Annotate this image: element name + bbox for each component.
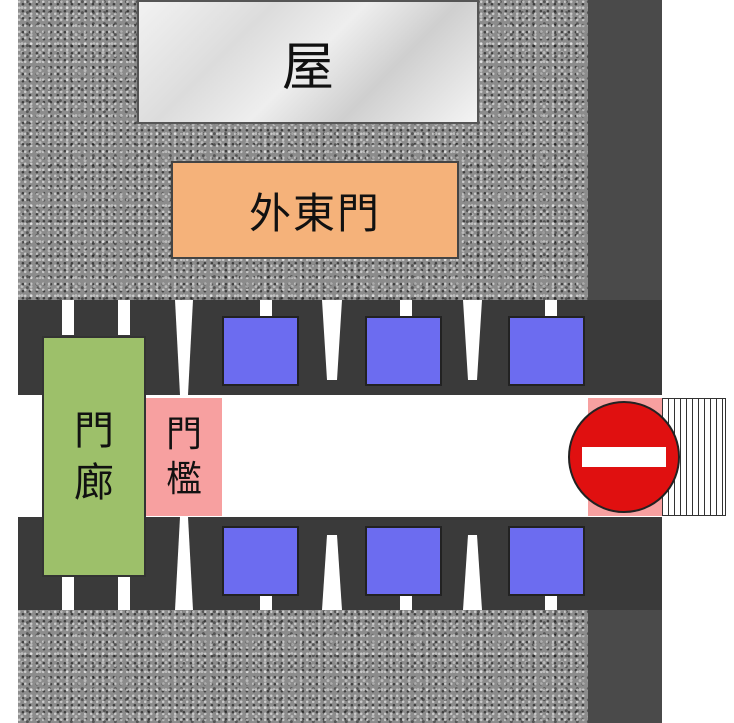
slot <box>260 300 272 318</box>
slot <box>463 535 482 610</box>
slot <box>545 300 557 318</box>
threshold-block: 門 檻 <box>146 398 222 516</box>
house-label: 屋 <box>281 37 334 98</box>
slot <box>545 592 557 610</box>
outer-east-gate-block: 外東門 <box>171 161 459 259</box>
gate-porch-label-1: 門 <box>74 407 114 454</box>
gate-porch-block: 門 廊 <box>42 336 146 577</box>
east-wall <box>588 0 662 300</box>
pillar-bottom-2 <box>365 526 442 596</box>
slot <box>62 575 74 610</box>
east-wall-lower <box>588 610 662 723</box>
slot <box>62 300 74 335</box>
slot <box>400 300 412 318</box>
threshold-label-1: 門 <box>165 414 202 455</box>
slot <box>175 517 193 610</box>
no-entry-icon <box>568 401 680 513</box>
pillar-bottom-3 <box>508 526 585 596</box>
gate-porch-label-2: 廊 <box>74 459 114 506</box>
slot <box>260 592 272 610</box>
slot <box>175 300 193 395</box>
pillar-bottom-1 <box>222 526 299 596</box>
threshold-label-2: 檻 <box>165 459 202 500</box>
lower-ground <box>18 610 590 723</box>
outer-east-gate-label: 外東門 <box>248 188 381 238</box>
pillar-top-2 <box>365 316 442 386</box>
slot <box>400 592 412 610</box>
slot <box>463 300 482 380</box>
slot <box>322 300 342 380</box>
pillar-top-3 <box>508 316 585 386</box>
house-block: 屋 <box>137 0 479 124</box>
slot <box>118 300 130 335</box>
slot <box>322 535 342 610</box>
pillar-top-1 <box>222 316 299 386</box>
slot <box>118 575 130 610</box>
